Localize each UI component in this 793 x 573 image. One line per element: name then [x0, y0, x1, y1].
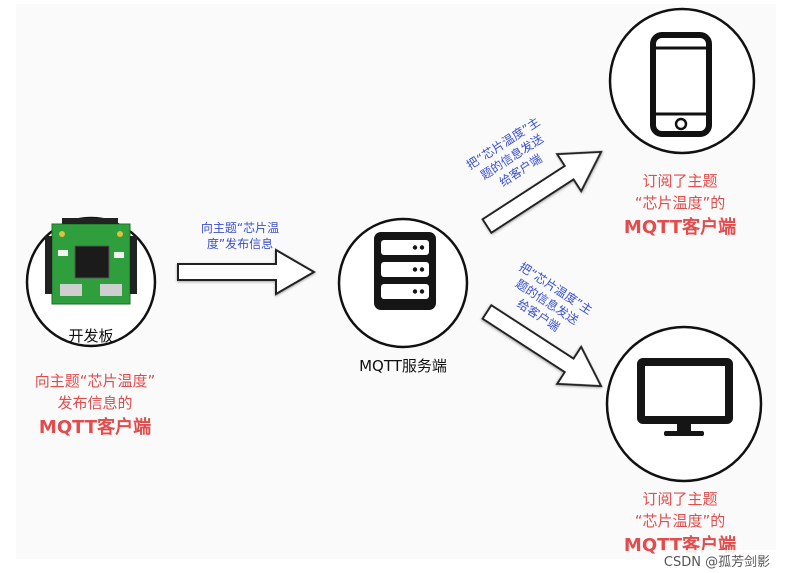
- server-node: [337, 217, 469, 349]
- monitor-sub-line-1: 订阅了主题: [642, 490, 718, 508]
- phone-sub-line-2: “芯片温度”的: [634, 194, 726, 212]
- phone-icon: [650, 32, 712, 137]
- publisher-line-3: MQTT客户端: [38, 417, 152, 438]
- dev-board-icon: [45, 218, 137, 305]
- board-node: [25, 216, 157, 348]
- lower-forward-arrow: [481, 303, 603, 388]
- upper-forward-arrow: [481, 150, 603, 235]
- csdn-watermark: CSDN @孤芳剑影: [655, 550, 779, 571]
- server-icon: [374, 232, 436, 310]
- publish-arrow: [177, 248, 316, 296]
- publish-arrow-line-1: 向主题“芯片温: [200, 221, 280, 235]
- phone-node: [608, 7, 756, 155]
- phone-sub-line-3: MQTT客户端: [623, 217, 737, 238]
- publisher-line-1: 向主题“芯片温度”: [34, 372, 156, 390]
- monitor-sub-line-2: “芯片温度”的: [634, 512, 726, 530]
- publish-arrow-label: 向主题“芯片温 度”发布信息: [180, 220, 300, 252]
- server-label: MQTT服务端: [359, 357, 447, 375]
- phone-circle: [608, 7, 756, 155]
- monitor-icon: [637, 358, 733, 436]
- board-label: 开发板: [68, 327, 114, 345]
- publish-arrow-line-2: 度”发布信息: [206, 237, 274, 251]
- phone-sub-line-1: 订阅了主题: [642, 172, 718, 190]
- publisher-line-2: 发布信息的: [57, 394, 133, 412]
- monitor-node: [605, 325, 763, 483]
